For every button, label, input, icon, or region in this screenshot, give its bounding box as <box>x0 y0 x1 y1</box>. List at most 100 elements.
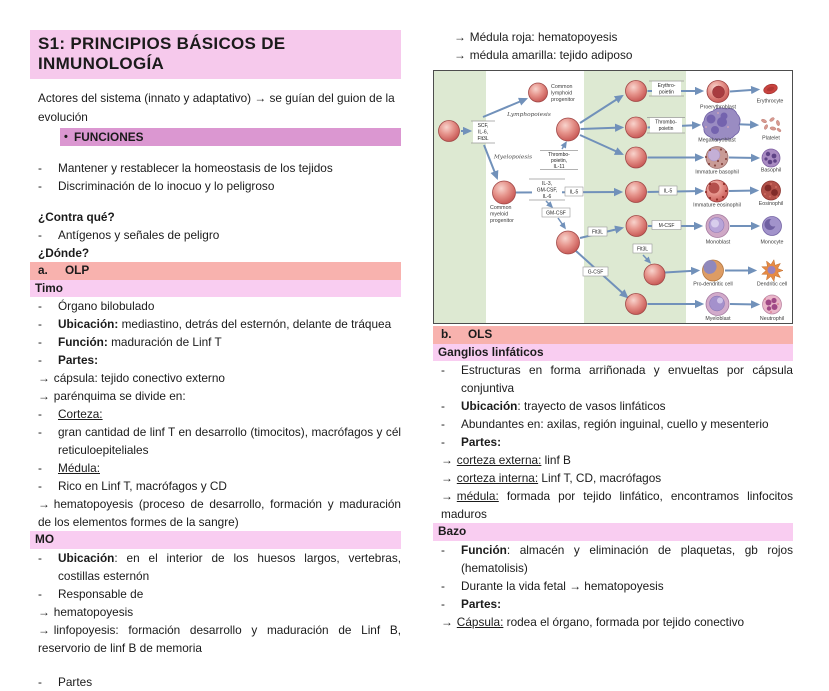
common-lymphoid-progenitor-cell <box>528 82 548 103</box>
dash-marker: - <box>38 317 42 331</box>
flt3l-label: Flt3L <box>592 230 603 236</box>
text-segment: Discriminación de lo inocuo y lo peligro… <box>58 179 275 193</box>
text-segment: : almacén y eliminación de plaquetas, gb… <box>461 542 793 575</box>
paragraph: Actores del sistema (innato y adaptativo… <box>30 89 401 126</box>
arrow-icon: → <box>441 453 453 467</box>
text-segment: Médula roja: hematopoyesis <box>469 30 618 44</box>
il3-gmcsf-il6-label: GM-CSF, <box>537 188 558 194</box>
stem-cell <box>438 120 460 142</box>
progenitor-cells <box>438 80 666 315</box>
immature-basophil-label: Immature basophil <box>695 170 739 176</box>
monoblast-cell <box>705 214 730 238</box>
text-segment: Partes: <box>461 435 501 449</box>
text-segment: Antígenos y señales de peligro <box>58 228 220 242</box>
list-item: -Función: almacén y eliminación de plaqu… <box>433 541 793 577</box>
arrow-icon: → <box>38 497 50 511</box>
text-segment: Estructuras en forma arriñonada y envuel… <box>461 363 793 395</box>
text-segment: Corteza: <box>58 407 103 421</box>
list-item-text: Rico en Linf T, macrófagos y CD <box>58 477 401 495</box>
proerythroblast-label: Proerythroblast <box>700 105 736 111</box>
list-item-text: Ubicación: trayecto de vasos linfáticos <box>461 397 793 415</box>
scf-label: Flt3L <box>477 136 488 142</box>
arrow-icon: → <box>38 389 50 403</box>
mcsf-label: M-CSF <box>659 223 675 229</box>
eosinophil-cell <box>761 180 781 201</box>
list-item: - Órgano bilobulado <box>30 297 401 315</box>
dendritic-label: Dendritic cell <box>757 282 787 288</box>
heading-text: ¿Contra qué? <box>38 210 115 224</box>
band-title: OLP <box>65 263 90 277</box>
list-item: -Estructuras en forma arriñonada y envue… <box>433 361 793 397</box>
dash-marker: - <box>441 417 445 431</box>
list-item: -Partes: <box>433 433 793 451</box>
pro-dendritic-cell <box>702 259 724 282</box>
text-segment: Linf T, CD, macrófagos <box>538 471 662 485</box>
page-title-text: S1: PRINCIPIOS BÁSICOS DE INMUNOLOGÍA <box>38 34 286 73</box>
text-segment: Órgano bilobulado <box>58 299 155 313</box>
list-item: -Partes: <box>30 351 401 369</box>
neutrophil-label: Neutrophil <box>760 316 784 322</box>
eosinophil-label: Eosinophil <box>759 201 783 207</box>
arrow-item: →cápsula: tejido conectivo externo <box>30 369 401 387</box>
arrow-icon: → <box>441 489 453 503</box>
dash-marker: - <box>38 674 42 689</box>
list-item-text: Durante la vida fetal → hematopoyesis <box>461 577 793 595</box>
list-item: -Rico en Linf T, macrófagos y CD <box>30 477 401 495</box>
right-column-notes: →Médula roja: hematopoyesis→médula amari… <box>433 28 793 64</box>
clp-label: Common <box>551 84 573 90</box>
dash-marker: - <box>38 550 42 565</box>
monoblast-label: Monoblast <box>706 240 731 246</box>
erythroid-precursor-cell <box>625 80 647 102</box>
dash-marker: - <box>38 353 42 367</box>
text-segment: maduración de Linf T <box>107 335 222 349</box>
dash-marker: - <box>38 586 42 601</box>
cmp-label: myeloid <box>490 212 508 218</box>
granulocyte-monocyte-progenitor-cell <box>556 230 580 255</box>
list-item-text: Estructuras en forma arriñonada y envuel… <box>461 361 793 397</box>
text-segment: formada por tejido linfático, encontramo… <box>441 489 793 521</box>
arrow-item: →médula: formada por tejido linfático, e… <box>433 487 793 523</box>
arrow-item: →linfopoyesis: formación desarrollo y ma… <box>30 621 401 657</box>
gcsf-label: G-CSF <box>588 270 604 276</box>
section-band: MO <box>30 531 401 549</box>
text-segment: Durante la vida fetal → hematopoyesis <box>461 578 664 593</box>
flt3l-label: Flt3L <box>637 247 648 253</box>
megakaryoblast-label: Megakaryoblast <box>698 138 736 144</box>
cytokine-label-boxes <box>471 80 685 277</box>
hematopoiesis-diagram: SCF, IL-6, Flt3L Lymphopoiesis Myelopoie… <box>433 70 793 324</box>
gmcsf-label: GM-CSF <box>546 211 566 217</box>
dash-marker: - <box>38 461 42 475</box>
list-item: -Ubicación: trayecto de vasos linfáticos <box>433 397 793 415</box>
proerythroblast-cell <box>706 80 730 103</box>
pro-dendritic-label: Pro-dendritic cell <box>693 282 732 288</box>
basophil-label: Basophil <box>761 168 781 174</box>
list-item-text: Mantener y restablecer la homeostasis de… <box>58 159 401 177</box>
erythrocyte-label: Erythrocyte <box>757 99 784 105</box>
il5-label: IL-5 <box>570 190 579 196</box>
erythrocyte-cell <box>763 83 778 95</box>
list-item-text: Discriminación de lo inocuo y lo peligro… <box>58 177 401 195</box>
immature-eosinophil-label: Immature eosinophil <box>693 203 741 209</box>
dash-marker: - <box>38 299 42 313</box>
bullet-icon: • <box>64 131 68 143</box>
list-item-text: Ubicación: en el interior de los huesos … <box>58 549 401 585</box>
page-title: S1: PRINCIPIOS BÁSICOS DE INMUNOLOGÍA <box>30 30 401 79</box>
platelet-label: Platelet <box>762 136 780 142</box>
arrow-icon: → <box>38 604 50 619</box>
immature-eosinophil-cell <box>704 179 729 203</box>
immature-basophil-cell <box>704 146 729 169</box>
text-segment: linf B <box>541 453 571 467</box>
monocyte-precursor-cell <box>625 215 648 237</box>
myelopoiesis-label: Myelopoiesis <box>493 155 532 161</box>
band-title: MO <box>35 532 55 546</box>
list-item: -Partes <box>30 673 401 691</box>
list-item-text: Función: almacén y eliminación de plaque… <box>461 541 793 577</box>
list-item-text: Abundantes en: axilas, región inguinal, … <box>461 415 793 433</box>
cmp-label: progenitor <box>490 218 514 224</box>
list-item-text: Médula: <box>58 459 401 477</box>
section-band: Ganglios linfáticos <box>433 343 793 361</box>
dash-marker: - <box>441 596 445 611</box>
platelet-cells <box>761 117 782 132</box>
list-item-text: Ubicación: mediastino, detrás del estern… <box>58 315 401 333</box>
